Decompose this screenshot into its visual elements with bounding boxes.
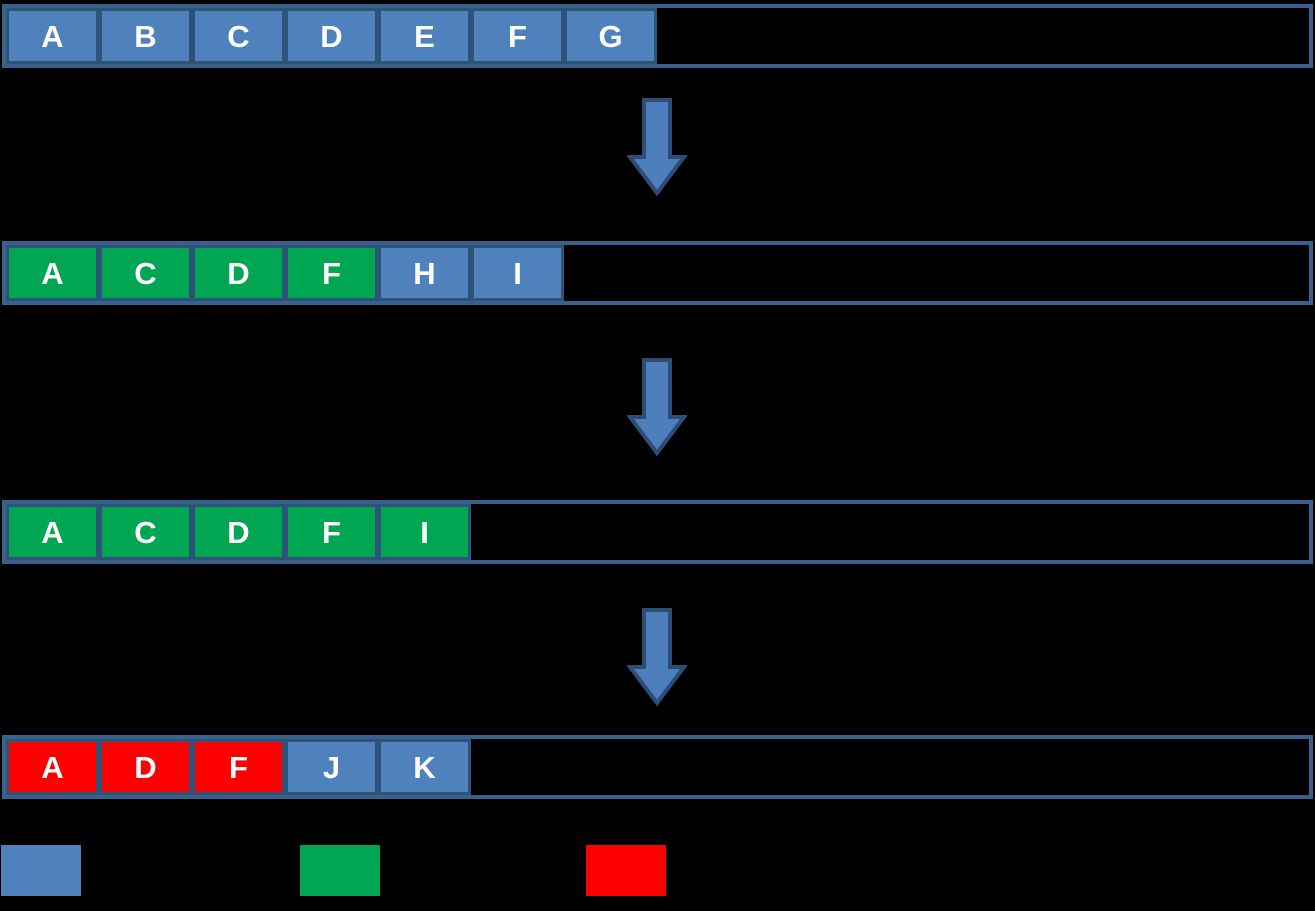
memory-cell: I bbox=[378, 504, 471, 560]
memory-cell: E bbox=[378, 8, 471, 64]
down-arrow-icon bbox=[627, 607, 687, 707]
memory-cell: B bbox=[99, 8, 192, 64]
memory-cell: K bbox=[378, 739, 471, 795]
down-arrow-icon bbox=[627, 357, 687, 457]
memory-cell: H bbox=[378, 245, 471, 301]
memory-cell: F bbox=[471, 8, 564, 64]
memory-cell: G bbox=[564, 8, 657, 64]
memory-cell: A bbox=[6, 245, 99, 301]
memory-cell: D bbox=[285, 8, 378, 64]
memory-cell: J bbox=[285, 739, 378, 795]
memory-cell: D bbox=[192, 245, 285, 301]
memory-cell: A bbox=[6, 739, 99, 795]
down-arrow-icon bbox=[627, 97, 687, 197]
memory-cell: C bbox=[99, 504, 192, 560]
legend-swatch-blue bbox=[1, 845, 81, 896]
legend-swatch-green bbox=[300, 845, 380, 896]
memory-cell: A bbox=[6, 8, 99, 64]
memory-cell: I bbox=[471, 245, 564, 301]
memory-cell: F bbox=[192, 739, 285, 795]
memory-cell: C bbox=[192, 8, 285, 64]
memory-cell: A bbox=[6, 504, 99, 560]
legend-swatch-red bbox=[586, 845, 666, 896]
memory-cell: C bbox=[99, 245, 192, 301]
memory-cell: F bbox=[285, 245, 378, 301]
memory-cell: D bbox=[192, 504, 285, 560]
memory-cell: D bbox=[99, 739, 192, 795]
memory-cell: F bbox=[285, 504, 378, 560]
